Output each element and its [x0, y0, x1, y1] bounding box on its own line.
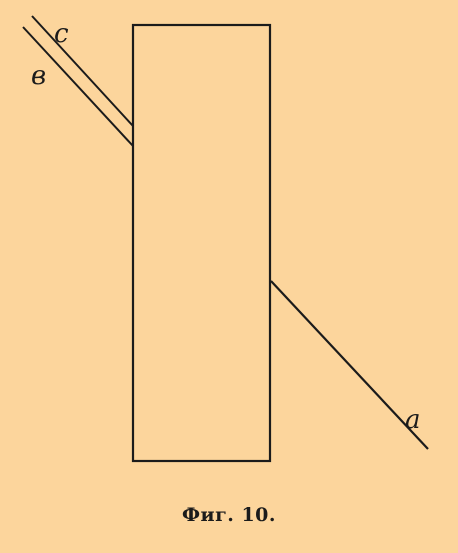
ray-c [31, 15, 134, 127]
glass-plate [131, 23, 272, 463]
label-a: a [405, 405, 421, 435]
ray-a [270, 280, 429, 450]
ray-b [22, 26, 134, 147]
label-b: в [31, 61, 46, 91]
figure-caption: Фиг. 10. [181, 504, 277, 526]
label-c: c [54, 19, 69, 49]
